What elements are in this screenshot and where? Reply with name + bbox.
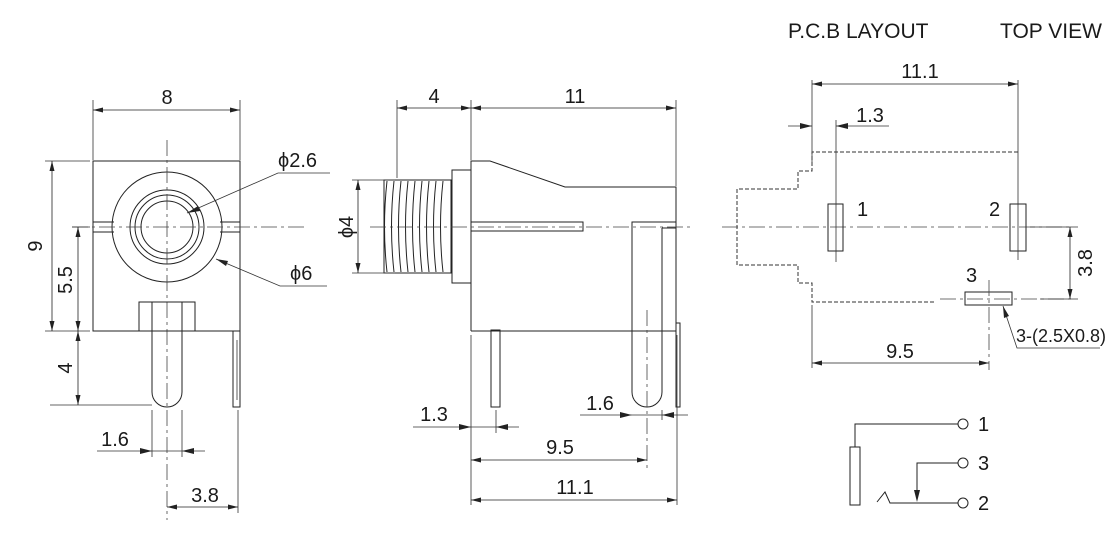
front-pin-offset-label: 3.8 (191, 485, 219, 507)
body-length-label: 11 (565, 86, 586, 108)
thread-line (433, 180, 437, 273)
pad-1 (827, 203, 844, 252)
thread-length-label: 4 (428, 86, 439, 108)
schematic-label-1: 1 (978, 414, 989, 436)
front-pin-width-label: 1.6 (101, 429, 129, 451)
thread-line (405, 180, 409, 273)
pcb-layout-title: P.C.B LAYOUT (788, 20, 929, 43)
pin-spacing-label: 9.5 (546, 437, 574, 459)
top-view-title: TOP VIEW (1000, 20, 1102, 43)
thread-line (426, 180, 430, 273)
pcb-offset-label: 1.3 (856, 105, 884, 127)
thread-line (384, 180, 388, 273)
side-view: 4 11 ϕ4 1.3 1.6 9.5 11.1 (336, 86, 690, 505)
pcb-layout: 1 2 3 11.1 1.3 3.8 3-(2.5X0.8) 9.5 (722, 61, 1106, 370)
schematic-label-3: 3 (978, 453, 989, 475)
pcb-total-length-label: 11.1 (901, 61, 938, 83)
pin3-offset-label: 3.8 (1075, 249, 1097, 277)
front-center-height-label: 5.5 (55, 266, 77, 294)
pad-3-label: 3 (966, 265, 977, 287)
schematic-label-2: 2 (978, 493, 989, 515)
front-view: 8 9 5.5 4 1.6 3.8 ϕ2.6 ϕ6 (25, 87, 330, 520)
side-pin-width-label: 1.6 (586, 393, 614, 415)
total-length-label: 11.1 (556, 477, 593, 499)
thread-diameter-label: ϕ4 (336, 216, 358, 238)
inner-diameter-label: ϕ2.6 (278, 150, 317, 172)
pad-3 (964, 291, 1013, 306)
side-pin-offset-label: 1.3 (420, 404, 448, 426)
thread-line (398, 180, 402, 273)
front-height-label: 9 (25, 240, 47, 251)
pin3-distance-label: 9.5 (886, 341, 914, 363)
terminal-1 (957, 418, 969, 430)
thread-line (412, 180, 416, 273)
terminal-3 (957, 457, 969, 469)
thread-line (440, 180, 444, 273)
pad-1-label: 1 (857, 199, 868, 221)
schematic: 1 3 2 (849, 414, 989, 515)
outer-diameter-label: ϕ6 (290, 263, 312, 285)
pad-2-label: 2 (989, 199, 1000, 221)
terminal-2 (957, 497, 969, 509)
thread-line (391, 180, 395, 273)
pad-spec-label: 3-(2.5X0.8) (1016, 326, 1106, 346)
front-width-label: 8 (161, 87, 172, 109)
thread-line (419, 180, 423, 273)
front-pin-length-label: 4 (55, 362, 77, 373)
